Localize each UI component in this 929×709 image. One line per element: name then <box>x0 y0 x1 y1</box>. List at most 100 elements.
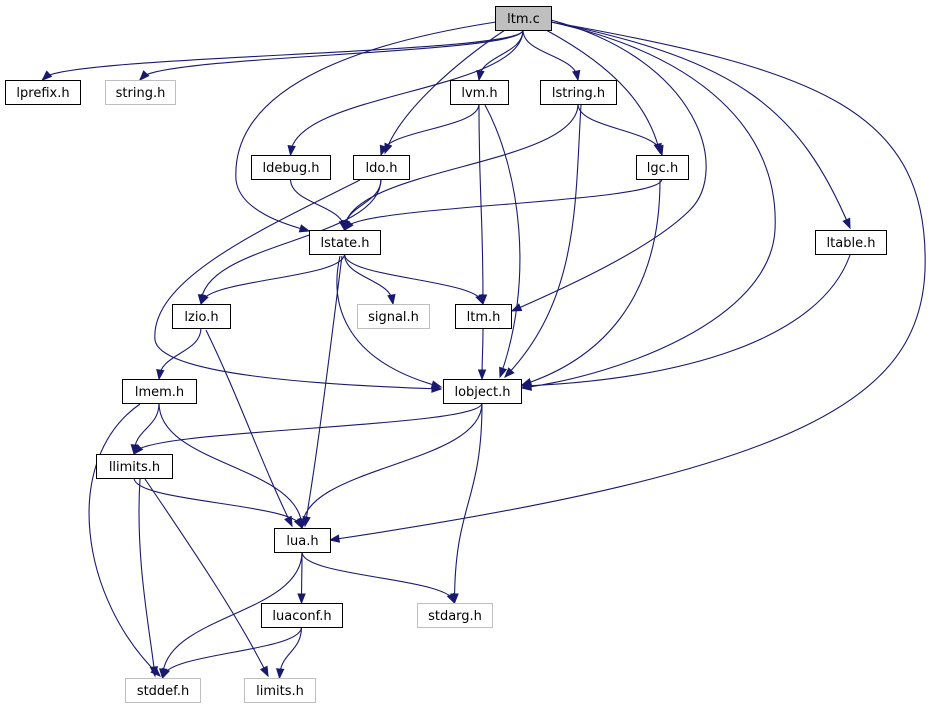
node-lprefix-h[interactable]: lprefix.h <box>5 80 81 105</box>
arrowhead-ltm_c-to-lua_h <box>328 534 341 543</box>
edge-ldo_h-to-lzio_h <box>200 178 382 305</box>
node-label: lprefix.h <box>16 86 69 101</box>
arrowhead-ltm_c-to-lprefix_h <box>41 70 53 81</box>
node-label: ldo.h <box>366 161 398 176</box>
edge-lmem_h-to-stddef_h <box>88 403 161 677</box>
node-stddef-h: stddef.h <box>125 678 201 703</box>
node-ldebug-h[interactable]: ldebug.h <box>251 155 331 180</box>
node-box <box>455 304 512 329</box>
arrowhead-lstring_h-to-lobject_h <box>504 367 515 379</box>
node-ltm-c[interactable]: ltm.c <box>495 6 552 31</box>
node-box <box>309 230 381 255</box>
node-label: llimits.h <box>109 460 160 475</box>
node-stdarg-h: stdarg.h <box>417 603 493 628</box>
node-label: luaconf.h <box>272 609 331 624</box>
node-lvm-h[interactable]: lvm.h <box>450 80 509 105</box>
arrowhead-lvm_h-to-lobject_h <box>499 366 508 379</box>
arrowhead-ltm_c-to-string_h <box>139 70 150 82</box>
edge-lstring_h-to-lobject_h <box>504 104 582 378</box>
node-label: string.h <box>116 86 166 101</box>
arrowhead-llimits_h-to-limits_h <box>259 665 269 678</box>
edge-lmem_h-to-lua_h <box>158 402 303 529</box>
edge-ltable_h-to-lobject_h <box>521 254 851 387</box>
edge-lvm_h-to-ltm_h <box>478 103 484 305</box>
node-box <box>357 304 430 329</box>
arrowhead-lstate_h-to-ltm_h <box>475 293 484 306</box>
edge-ltm_c-to-lstring_h <box>522 29 579 81</box>
node-box <box>495 6 552 31</box>
arrowhead-lzio_h-to-lua_h <box>284 515 293 528</box>
node-label: lmem.h <box>135 385 184 400</box>
node-lmem-h[interactable]: lmem.h <box>122 379 197 404</box>
edge-lua_h-to-stddef_h <box>161 551 303 679</box>
node-label: signal.h <box>368 310 419 325</box>
edge-ltm_c-to-ldebug_h <box>289 29 524 156</box>
arrowhead-lvm_h-to-ldo_h <box>379 144 388 157</box>
arrowhead-lstate_h-to-lobject_h <box>430 380 443 389</box>
edge-lvm_h-to-lobject_h <box>484 104 521 378</box>
edge-lgc_h-to-lstate_h <box>343 178 663 231</box>
node-lobject-h[interactable]: lobject.h <box>443 379 522 404</box>
node-label: stddef.h <box>137 684 189 699</box>
edge-llimits_h-to-lua_h <box>133 477 303 529</box>
edge-lstring_h-to-lstate_h <box>343 103 579 231</box>
node-box <box>443 379 522 404</box>
node-box <box>815 230 887 255</box>
edge-ltm_c-to-ltable_h <box>550 21 851 229</box>
node-lua-h[interactable]: lua.h <box>274 528 331 553</box>
node-label: lstate.h <box>321 236 370 251</box>
node-label: ltm.h <box>467 310 501 325</box>
node-ltm-h[interactable]: ltm.h <box>455 304 512 329</box>
arrowhead-ltm_c-to-lvm_h <box>476 69 485 82</box>
edge-ltm_c-to-lgc_h <box>545 29 661 154</box>
edges-layer <box>41 19 926 680</box>
edge-lzio_h-to-lua_h <box>205 329 293 527</box>
node-label: lvm.h <box>461 86 497 101</box>
edge-lstate_h-to-ltm_h <box>343 253 484 305</box>
node-ltable-h[interactable]: ltable.h <box>815 230 887 255</box>
node-box <box>636 155 689 180</box>
edge-llimits_h-to-stddef_h <box>138 478 156 677</box>
arrowhead-luaconf_h-to-stddef_h <box>161 667 171 680</box>
edge-lobject_h-to-stdarg_h <box>453 402 483 604</box>
edge-lobject_h-to-llimits_h <box>133 402 483 455</box>
node-box <box>450 80 509 105</box>
node-label: ltable.h <box>827 236 876 251</box>
edge-lstring_h-to-lgc_h <box>577 103 663 156</box>
node-signal-h: signal.h <box>357 304 430 329</box>
edge-lvm_h-to-ldo_h <box>380 103 480 156</box>
arrowhead-lzio_h-to-lmem_h <box>156 368 165 381</box>
node-label: lstring.h <box>552 86 605 101</box>
arrowhead-ltm_c-to-ltm_h <box>510 303 523 312</box>
node-box <box>105 80 176 105</box>
arrowhead-lua_h-to-stdarg_h <box>446 592 456 605</box>
edge-ltm_c-to-string_h <box>139 29 524 81</box>
arrowhead-lstring_h-to-lgc_h <box>655 144 664 157</box>
edge-lgc_h-to-lobject_h <box>521 179 661 386</box>
edge-ltm_c-to-lprefix_h <box>41 29 524 81</box>
node-label: lgc.h <box>647 161 678 176</box>
node-ldo-h[interactable]: ldo.h <box>353 155 410 180</box>
edge-lstate_h-to-lobject_h <box>336 255 442 388</box>
node-lstate-h[interactable]: lstate.h <box>309 230 381 255</box>
node-label: lobject.h <box>454 385 510 400</box>
node-llimits-h[interactable]: llimits.h <box>96 454 173 479</box>
node-box <box>172 304 231 329</box>
edge-lstate_h-to-lua_h <box>304 255 343 527</box>
node-lgc-h[interactable]: lgc.h <box>636 155 689 180</box>
node-box <box>5 80 81 105</box>
node-box <box>251 155 331 180</box>
node-label: limits.h <box>256 684 304 699</box>
arrowhead-ltable_h-to-lobject_h <box>520 381 532 390</box>
node-lzio-h[interactable]: lzio.h <box>172 304 231 329</box>
node-box <box>353 155 410 180</box>
arrowhead-ltm_h-to-lobject_h <box>477 369 487 381</box>
edge-lua_h-to-stdarg_h <box>301 551 456 604</box>
node-lstring-h[interactable]: lstring.h <box>540 80 617 105</box>
node-box <box>244 678 316 703</box>
node-luaconf-h[interactable]: luaconf.h <box>261 603 343 628</box>
arrowhead-ltm_c-to-ltable_h <box>842 217 851 230</box>
arrowhead-ltm_c-to-ldebug_h <box>287 145 296 157</box>
node-label: ldebug.h <box>263 161 320 176</box>
node-box <box>261 603 343 628</box>
